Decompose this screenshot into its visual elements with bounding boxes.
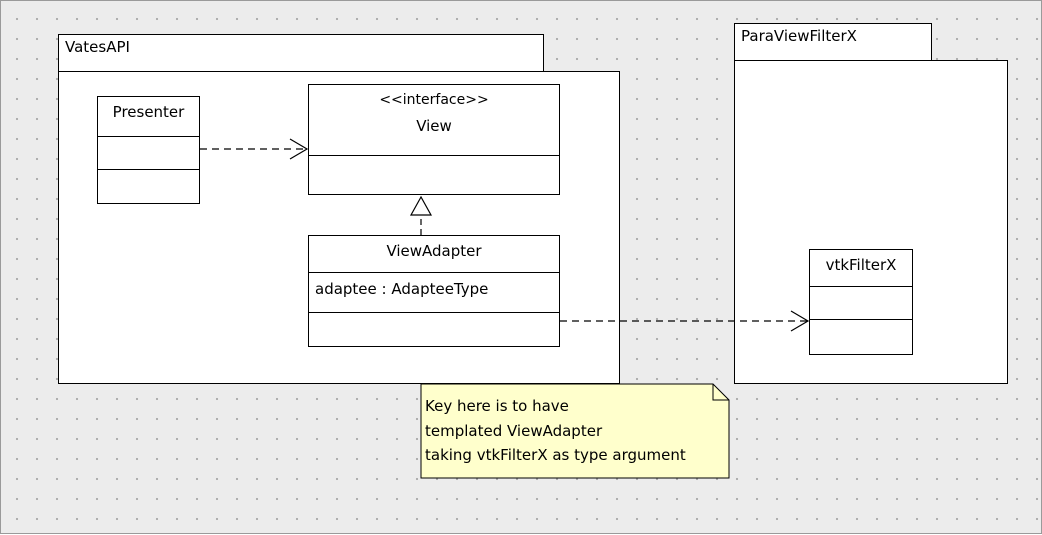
- presenter-operations: [98, 169, 199, 203]
- class-viewadapter[interactable]: ViewAdapter adaptee : AdapteeType: [308, 235, 560, 347]
- class-name-vtkfilterx: vtkFilterX: [825, 256, 897, 274]
- view-operations: [309, 155, 559, 194]
- presenter-attributes: [98, 136, 199, 169]
- note-line-2: templated ViewAdapter: [425, 421, 603, 440]
- interface-view[interactable]: <<interface>> View: [308, 84, 560, 195]
- class-name-viewadapter: ViewAdapter: [386, 242, 482, 260]
- class-name-presenter: Presenter: [112, 103, 185, 121]
- note-text: Key here is to have templated ViewAdapte…: [425, 394, 686, 468]
- class-vtkfilterx[interactable]: vtkFilterX: [809, 249, 913, 355]
- package-name-paraviewfilterx: ParaViewFilterX: [741, 27, 857, 45]
- package-tab-paraviewfilterx[interactable]: ParaViewFilterX: [734, 23, 932, 63]
- package-name-vatesapi: VatesAPI: [65, 38, 130, 56]
- viewadapter-attributes: adaptee : AdapteeType: [309, 272, 559, 312]
- note-line-3: taking vtkFilterX as type argument: [425, 446, 686, 464]
- vtkfilterx-operations: [810, 319, 912, 354]
- viewadapter-operations: [309, 312, 559, 346]
- class-name-view: View: [416, 117, 452, 135]
- note-line-1: Key here is to have: [425, 397, 569, 415]
- attribute-adaptee: adaptee : AdapteeType: [315, 280, 489, 298]
- package-tab-vatesapi[interactable]: VatesAPI: [58, 34, 544, 74]
- stereotype-interface: <<interface>>: [379, 92, 489, 108]
- vtkfilterx-attributes: [810, 286, 912, 319]
- class-presenter[interactable]: Presenter: [97, 96, 200, 204]
